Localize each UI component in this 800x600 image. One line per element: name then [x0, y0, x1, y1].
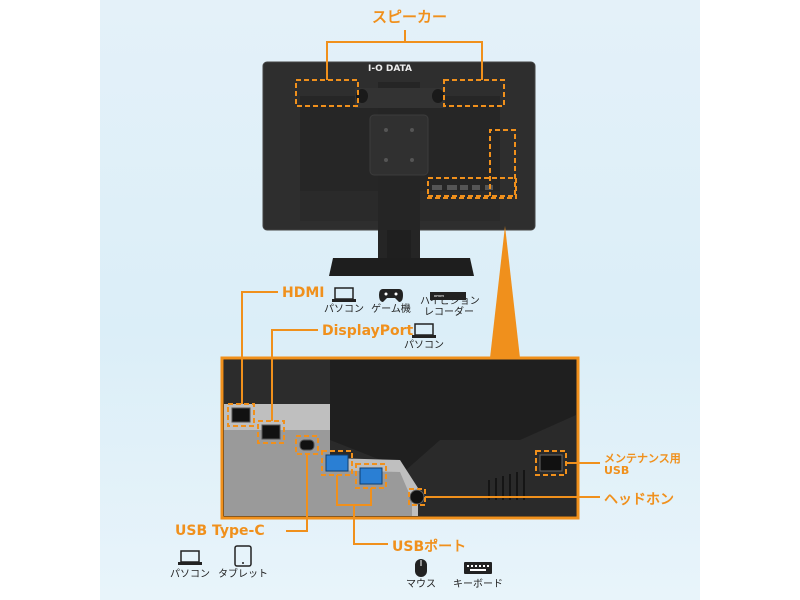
headphone-label: ヘッドホン — [604, 492, 674, 508]
brand-logo: I-O DATA — [368, 64, 413, 74]
usb-device-keyboard-label: キーボード — [453, 579, 503, 590]
typec-device-pc-label: パソコン — [170, 569, 210, 580]
hdmi-device-pc-label: パソコン — [324, 304, 364, 315]
usb-device-mouse-label: マウス — [406, 579, 436, 590]
typec-device-tablet-label: タブレット — [218, 569, 268, 580]
displayport-label: DisplayPort — [322, 323, 414, 339]
usb-typec-label: USB Type-C — [175, 523, 265, 539]
dp-device-pc-label: パソコン — [404, 340, 444, 351]
monitor-base — [329, 258, 474, 276]
hdmi-label: HDMI — [282, 285, 325, 301]
hdmi-device-recorder-label: ハイビジョン レコーダー — [420, 296, 480, 318]
maintenance-usb-label: メンテナンス用 USB — [604, 452, 681, 477]
hdmi-device-game-label: ゲーム機 — [371, 304, 411, 315]
speaker-label: スピーカー — [372, 8, 448, 26]
usb-port-label: USBポート — [392, 539, 467, 555]
